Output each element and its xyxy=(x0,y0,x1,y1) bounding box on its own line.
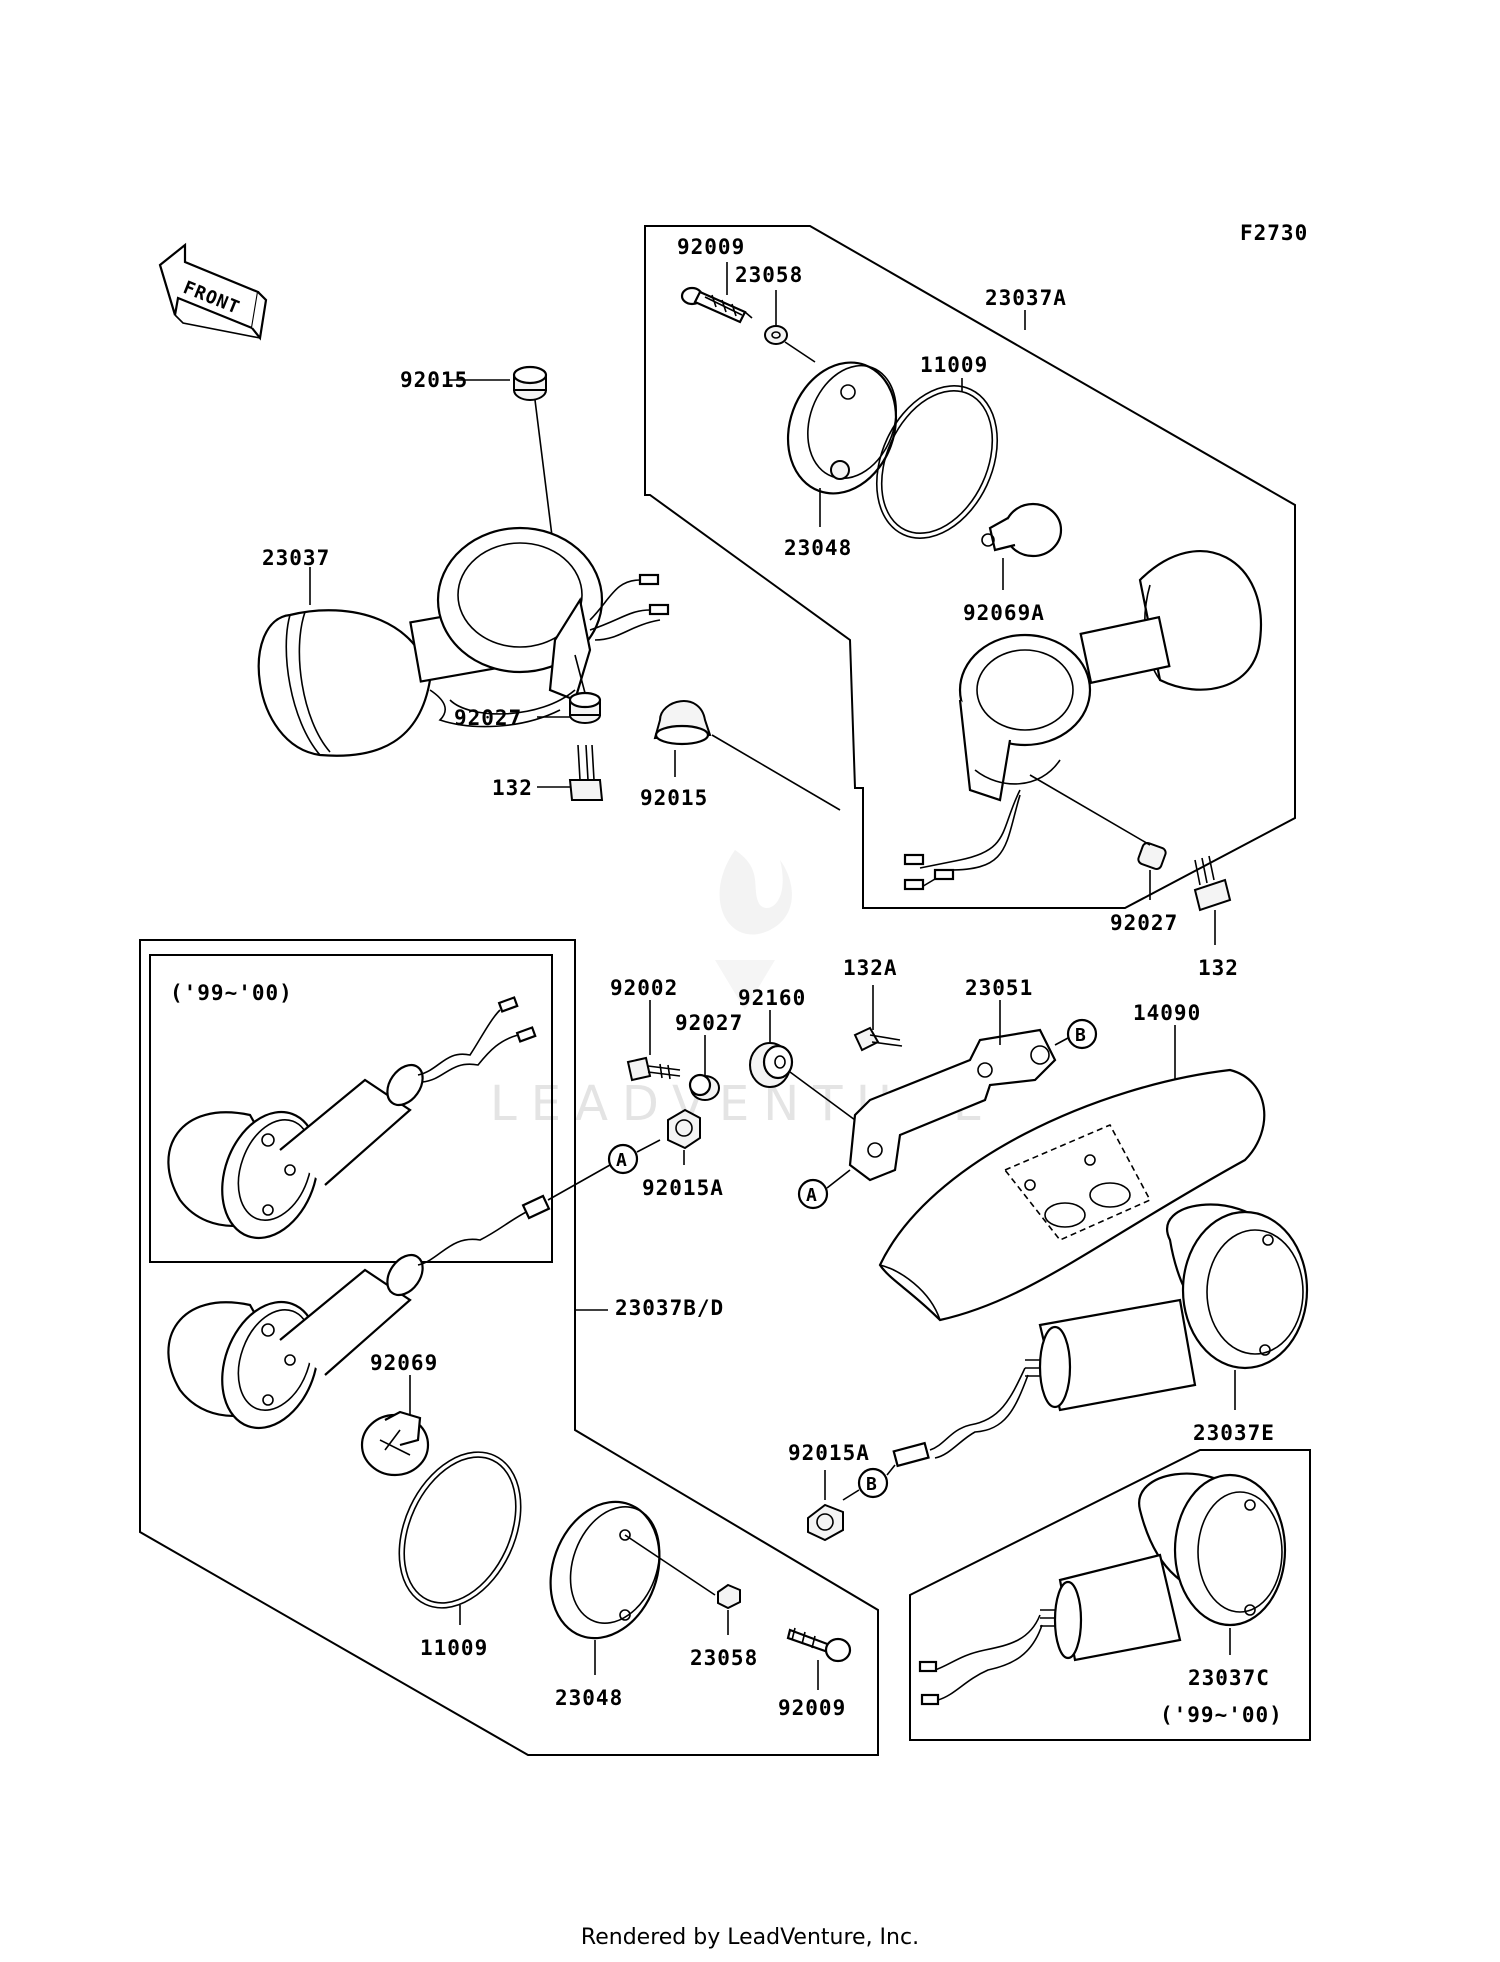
bulb-92069 xyxy=(360,1410,430,1477)
group-outline-23037BD xyxy=(139,939,879,1756)
collar-92027-right xyxy=(1137,841,1167,871)
front-arrow-icon: FRONT xyxy=(158,242,268,341)
grommet-92160 xyxy=(749,1042,794,1088)
diagram-code: F2730 xyxy=(1240,221,1308,245)
bolt-132-right xyxy=(1193,855,1232,912)
label-year-right: ('99~'00) xyxy=(1160,1703,1283,1727)
label-92015A-bottom: 92015A xyxy=(788,1441,870,1465)
svg-text:B: B xyxy=(866,1474,878,1495)
lens-23048-bottom xyxy=(549,1500,661,1640)
label-92009-bottom: 92009 xyxy=(778,1696,846,1720)
label-92027-mid: 92027 xyxy=(675,1011,743,1035)
nut-92015-mid xyxy=(653,700,712,746)
label-132A: 132A xyxy=(843,956,898,980)
watermark-logo xyxy=(715,850,792,1010)
label-92160: 92160 xyxy=(738,986,806,1010)
svg-text:A: A xyxy=(806,1185,818,1206)
label-23048-bottom: 23048 xyxy=(555,1686,623,1710)
marker-b-bottom: B xyxy=(857,1467,889,1499)
svg-text:A: A xyxy=(616,1150,628,1171)
turn-signal-23037-body xyxy=(257,526,604,757)
turn-signal-23037E-body xyxy=(892,1203,1309,1468)
marker-b-top: B xyxy=(1066,1018,1098,1050)
label-23051: 23051 xyxy=(965,976,1033,1000)
collar-92027-mid xyxy=(688,1073,720,1101)
screw-92009-top xyxy=(680,286,747,324)
footer-credit: Rendered by LeadVenture, Inc. xyxy=(580,1925,920,1950)
bolt-132-left xyxy=(568,744,604,801)
fairing-14090 xyxy=(878,1068,1266,1322)
nut-23058-top xyxy=(764,325,788,345)
marker-a-bracket: A xyxy=(797,1178,829,1210)
group-outline-23037A xyxy=(644,225,1296,909)
variant-box-23037C xyxy=(909,1449,1311,1741)
label-92015-mid: 92015 xyxy=(640,786,708,810)
screw-92009-bottom xyxy=(786,1627,852,1663)
variant-box-99-00-left xyxy=(149,954,553,1263)
label-92009-top: 92009 xyxy=(677,235,745,259)
turn-signal-23037C-body xyxy=(918,1472,1287,1706)
label-14090: 14090 xyxy=(1133,1001,1201,1025)
turn-signal-23037A-body xyxy=(958,550,1263,802)
bolt-92002 xyxy=(626,1056,681,1082)
marker-a-left: A xyxy=(607,1143,639,1175)
turn-signal-variant-99-00-left xyxy=(167,996,537,1240)
bolt-132A xyxy=(853,1026,903,1052)
label-92069A: 92069A xyxy=(963,601,1045,625)
gasket-11009-top xyxy=(875,385,999,539)
label-92015-top: 92015 xyxy=(400,368,468,392)
label-11009-top: 11009 xyxy=(920,353,988,377)
nut-23058-bottom xyxy=(717,1583,741,1610)
label-23037BD: 23037B/D xyxy=(615,1296,724,1320)
wire-harness-top-left xyxy=(589,573,670,641)
label-23058-bottom: 23058 xyxy=(690,1646,758,1670)
nut-92015-top xyxy=(512,365,548,401)
bracket-23051 xyxy=(848,1028,1057,1182)
label-23048-top: 23048 xyxy=(784,536,852,560)
wire-harness-top-right xyxy=(903,789,1021,891)
label-92002: 92002 xyxy=(610,976,678,1000)
bulb-92069A xyxy=(981,502,1063,558)
label-132-right: 132 xyxy=(1198,956,1239,980)
label-92027-right: 92027 xyxy=(1110,911,1178,935)
label-23037E: 23037E xyxy=(1193,1421,1275,1445)
turn-signal-23037BD-body xyxy=(167,1194,551,1430)
lens-23048-top xyxy=(786,361,898,495)
label-132-left: 132 xyxy=(492,776,533,800)
label-92027-left: 92027 xyxy=(454,706,522,730)
nut-92015A-top xyxy=(667,1108,701,1150)
label-11009-bottom: 11009 xyxy=(420,1636,488,1660)
gasket-11009-bottom xyxy=(398,1451,522,1609)
label-23058-top: 23058 xyxy=(735,263,803,287)
label-23037A: 23037A xyxy=(985,286,1067,310)
label-23037: 23037 xyxy=(262,546,330,570)
label-year-left: ('99~'00) xyxy=(170,981,293,1005)
collar-92027-left xyxy=(568,691,602,724)
svg-text:B: B xyxy=(1075,1025,1087,1046)
label-23037C: 23037C xyxy=(1188,1666,1270,1690)
nut-92015A-bottom xyxy=(807,1503,844,1542)
label-92069: 92069 xyxy=(370,1351,438,1375)
label-92015A-top: 92015A xyxy=(642,1176,724,1200)
